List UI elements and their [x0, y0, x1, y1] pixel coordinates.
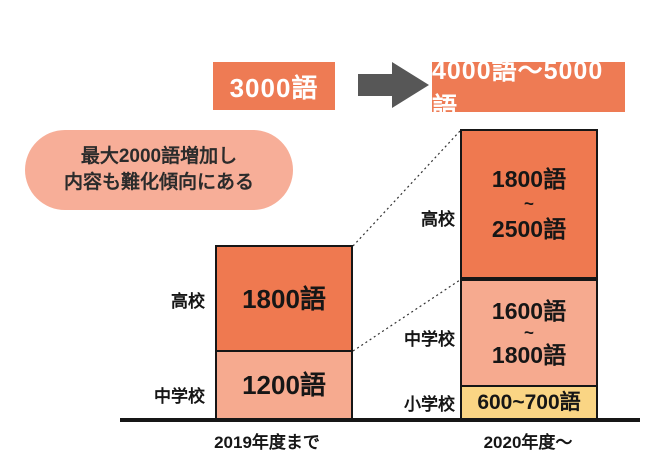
callout-line2: 内容も難化傾向にある — [63, 172, 254, 193]
bar-2020-juniorhigh-value-line2: 1800語 — [491, 342, 567, 368]
after-total-label: 4000語〜5000語 — [432, 57, 604, 121]
after-total-box: 4000語〜5000語 — [432, 57, 625, 121]
bar-2020-juniorhigh-tilde: ~ — [524, 323, 534, 342]
axis-label-2019: 2019年度まで — [214, 433, 320, 452]
right-arrow-icon — [358, 62, 429, 108]
label-2020-elementary: 小学校 — [404, 395, 455, 414]
axis-baseline — [120, 418, 640, 422]
label-2019-highschool: 高校 — [171, 292, 205, 311]
bar-2020-elementary-value: 600~700語 — [477, 390, 581, 414]
bar-2020-highschool-tilde: ~ — [524, 194, 534, 213]
bar-2020-highschool-value-line1: 1800語 — [491, 166, 567, 192]
label-2020-juniorhigh: 中学校 — [404, 330, 455, 349]
bar-2019-juniorhigh-value: 1200語 — [242, 370, 326, 400]
label-2020-highschool: 高校 — [421, 210, 455, 229]
bar-2020-juniorhigh-segment: 1600語 ~ 1800語 — [460, 279, 598, 387]
bar-2020-juniorhigh-value-line1: 1600語 — [491, 298, 567, 324]
bar-2020-highschool-segment: 1800語 ~ 2500語 — [460, 129, 598, 279]
bar-2019-juniorhigh-segment: 1200語 — [215, 350, 353, 420]
bar-2019-highschool-segment: 1800語 — [215, 245, 353, 352]
callout-bubble: 最大2000語増加し 内容も難化傾向にある — [25, 130, 293, 210]
before-total-box: 3000語 — [213, 62, 335, 110]
bar-2019-highschool-value: 1800語 — [242, 283, 326, 314]
axis-label-2020: 2020年度〜 — [483, 433, 573, 452]
callout-line1: 最大2000語増加し — [80, 146, 238, 167]
bar-2020-elementary-segment: 600~700語 — [460, 385, 598, 420]
bar-2020-highschool-value-line2: 2500語 — [491, 216, 567, 242]
before-total-label: 3000語 — [229, 72, 319, 103]
label-2019-juniorhigh: 中学校 — [154, 387, 205, 406]
